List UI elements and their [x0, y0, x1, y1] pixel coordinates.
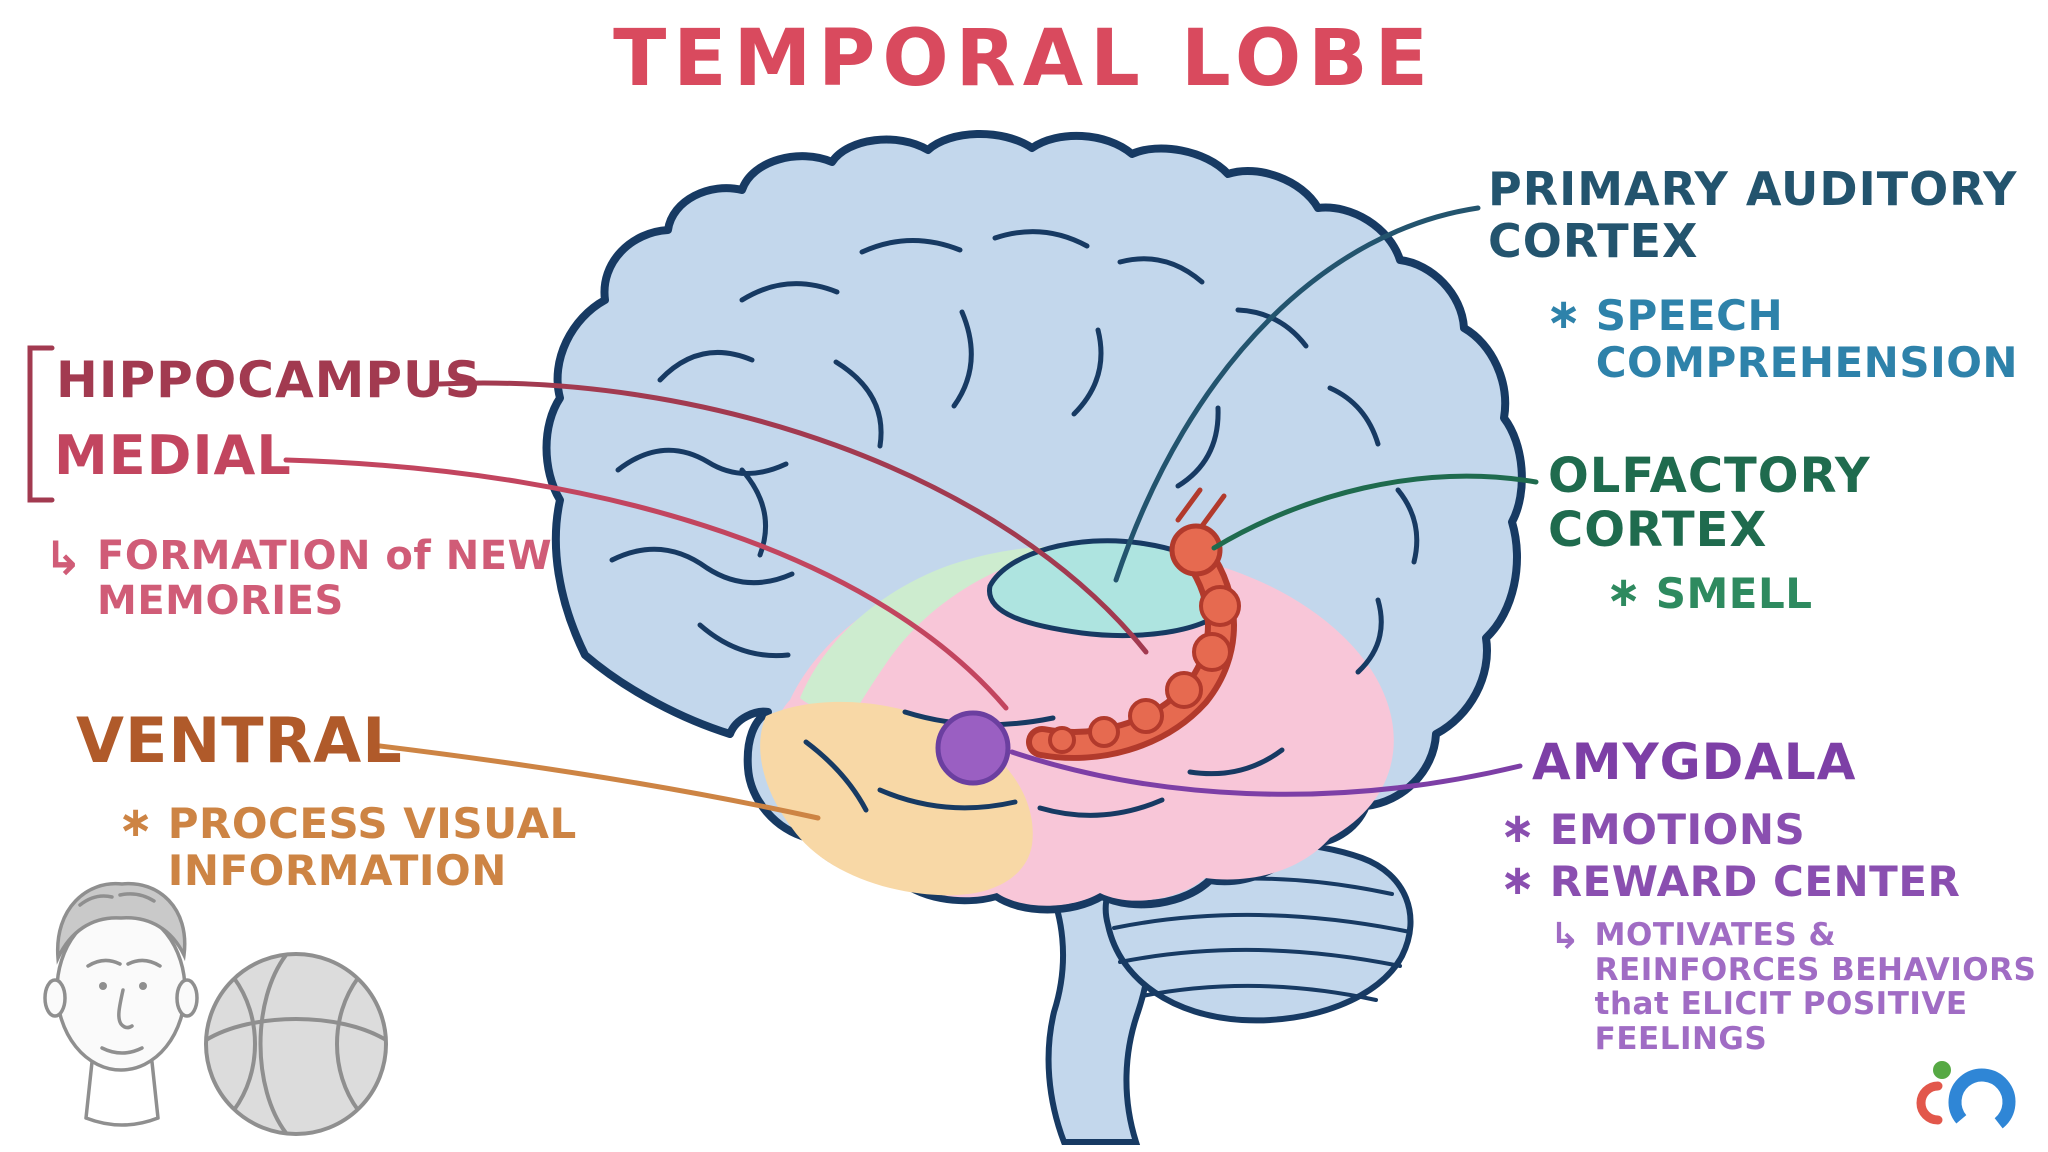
olfactory-cortex-label: OLFACTORY CORTEX — [1548, 448, 1889, 558]
bullet-icon: ∗ — [118, 797, 154, 846]
branch-arrow-icon: ↳ — [44, 531, 84, 585]
amygdala-note-row-2: ∗ REWARD CENTER — [1500, 855, 2020, 906]
ventral-note-text: PROCESS VISUAL INFORMATION — [167, 799, 592, 896]
hippocampus-connector-line — [437, 380, 1149, 655]
amygdala-note-1-text: EMOTIONS — [1549, 805, 1806, 854]
amygdala-subnote-text: MOTIVATES & REINFORCES BEHAVIORS that EL… — [1594, 917, 2048, 1058]
auditory-cortex-label: PRIMARY AUDITORY CORTEX — [1488, 162, 2035, 268]
auditory-connector-line — [1113, 205, 1481, 583]
medial-note-row: ↳ FORMATION of NEW MEMORIES — [44, 534, 564, 624]
hippocampus-label: HIPPOCAMPUS — [56, 351, 482, 409]
medial-label: MEDIAL — [54, 424, 292, 487]
hippocampus-cut-marks — [1175, 487, 1227, 529]
gyri-lines — [609, 229, 1420, 818]
auditory-note-row: ∗ SPEECH COMPREHENSION — [1546, 289, 2019, 388]
amygdala-note-row-1: ∗ EMOTIONS — [1500, 803, 2020, 854]
bullet-icon: ∗ — [1500, 803, 1536, 852]
medial-connector-line — [283, 457, 1009, 711]
olfactory-note-text: SMELL — [1655, 569, 1813, 618]
amygdala-note-2-text: REWARD CENTER — [1549, 857, 1961, 906]
bullet-icon: ∗ — [1546, 289, 1582, 338]
bullet-icon: ∗ — [1500, 855, 1536, 904]
osmosis-logo-icon — [1916, 1061, 2016, 1136]
amygdala-connector-line — [1009, 749, 1523, 797]
olfactory-connector-line — [1211, 473, 1539, 551]
amygdala-subnote-row: ↳ MOTIVATES & REINFORCES BEHAVIORS that … — [1550, 918, 2040, 1057]
amygdala-shape — [935, 710, 1011, 786]
hippocampus-shape — [1026, 487, 1241, 761]
amygdala-label: AMYGDALA — [1532, 733, 1857, 791]
bullet-icon: ∗ — [1606, 567, 1642, 616]
medial-note-text: FORMATION of NEW MEMORIES — [97, 533, 567, 624]
basketball-icon — [204, 952, 388, 1136]
ventral-label: VENTRAL — [76, 704, 403, 777]
auditory-note-text: SPEECH COMPREHENSION — [1595, 291, 2019, 388]
olfactory-note-row: ∗ SMELL — [1606, 567, 1986, 618]
page-title: TEMPORAL LOBE — [613, 14, 1435, 104]
ventral-note-row: ∗ PROCESS VISUAL INFORMATION — [118, 797, 598, 896]
ventral-connector-line — [377, 743, 821, 821]
man-face-icon — [43, 881, 199, 1127]
parahippocampal-region — [800, 546, 1065, 718]
connector-lines — [283, 205, 1539, 821]
hippocampus-medial-bracket — [27, 345, 55, 503]
branch-arrow-icon: ↳ — [1550, 916, 1581, 957]
